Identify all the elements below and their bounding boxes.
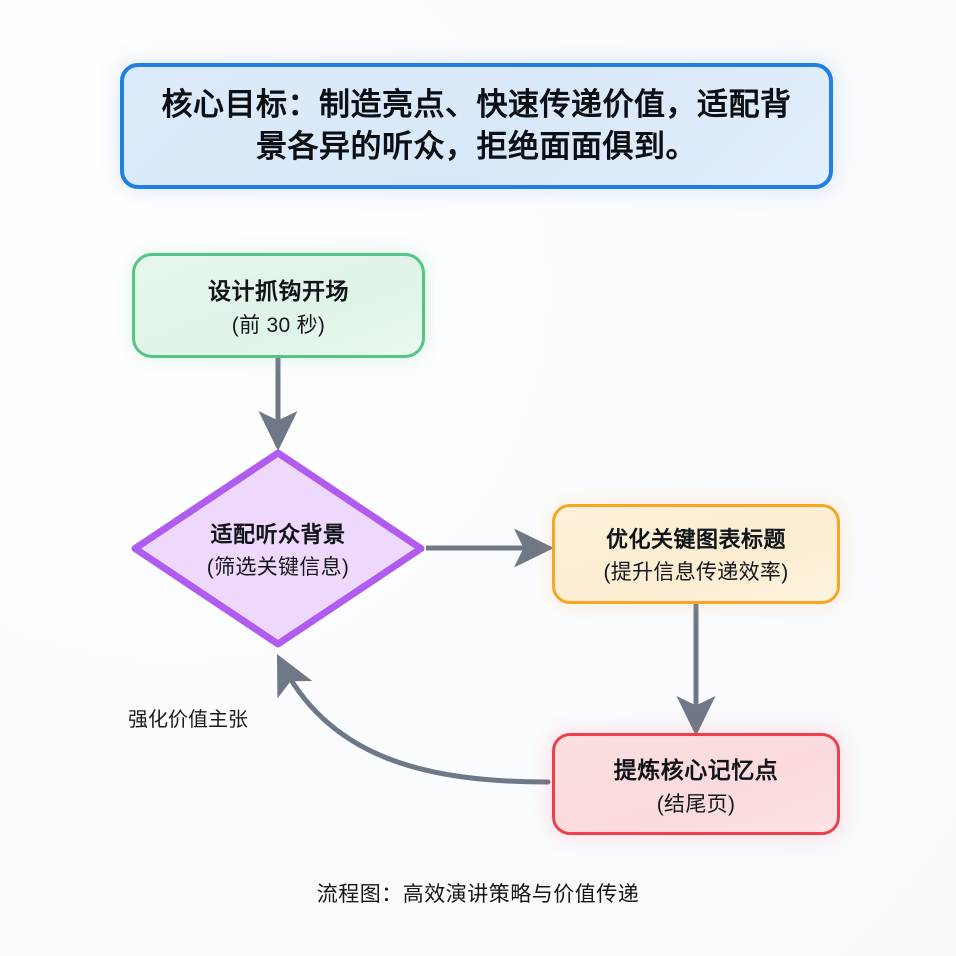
edge-memory-to-decision [276,653,551,785]
diagram-caption: 流程图：高效演讲策略与价值传递 [316,883,640,906]
node-adapt-audience-background[interactable]: 适配听众背景 (筛选关键信息) [130,448,426,649]
edge-label-reinforce-value-proposition: 强化价值主张 [128,709,248,731]
core-goal-banner: 核心目标：制造亮点、快速传递价值，适配背景各异的听众，拒绝面面俱到。 [120,63,833,189]
node-start-subtitle: (前 30 秒) [231,314,326,337]
node-decision-title: 适配听众背景 [210,521,346,547]
node-decision-subtitle: (筛选关键信息) [206,555,350,579]
node-distill-core-memory-point[interactable]: 提炼核心记忆点 (结尾页) [552,733,840,835]
node-optimize-chart-titles[interactable]: 优化关键图表标题 (提升信息传递效率) [552,504,840,604]
diamond-shape [131,449,425,648]
node-design-hook-opening[interactable]: 设计抓钩开场 (前 30 秒) [132,253,425,358]
node-memory-title: 提炼核心记忆点 [613,756,779,783]
node-memory-subtitle: (结尾页) [656,792,736,816]
node-optimize-subtitle: (提升信息传递效率) [603,561,789,584]
diamond-text-wrap: 适配听众背景 (筛选关键信息) [130,448,426,649]
node-optimize-title: 优化关键图表标题 [605,527,786,552]
node-start-title: 设计抓钩开场 [208,278,349,304]
core-goal-text: 核心目标：制造亮点、快速传递价值，适配背景各异的听众，拒绝面面俱到。 [161,87,792,164]
